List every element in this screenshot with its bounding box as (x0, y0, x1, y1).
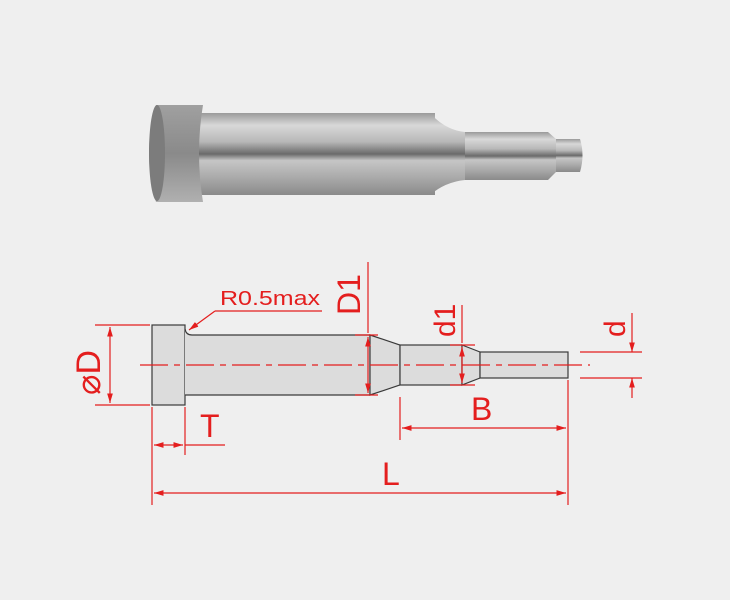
photo-neck (430, 113, 465, 195)
label-head-thickness: T (200, 408, 220, 444)
punch-photo (149, 105, 583, 202)
dimension-labels: R0.5max ⌀D D1 d1 d T B L (70, 274, 632, 492)
label-tip-diameter: d (599, 320, 632, 337)
label-step-diameter: d1 (429, 304, 462, 337)
photo-head-face (149, 105, 165, 201)
dimensions (95, 262, 642, 505)
label-radius-note: R0.5max (220, 288, 320, 310)
radius-leader (188, 310, 216, 331)
photo-step (462, 132, 556, 180)
photo-body (190, 113, 435, 195)
label-overall-length: L (382, 456, 400, 492)
label-step-length: B (471, 391, 492, 427)
photo-tip (553, 139, 583, 172)
label-head-diameter: ⌀D (70, 350, 108, 395)
drawing-shank (184, 328, 371, 396)
label-shank-diameter: D1 (331, 274, 367, 315)
